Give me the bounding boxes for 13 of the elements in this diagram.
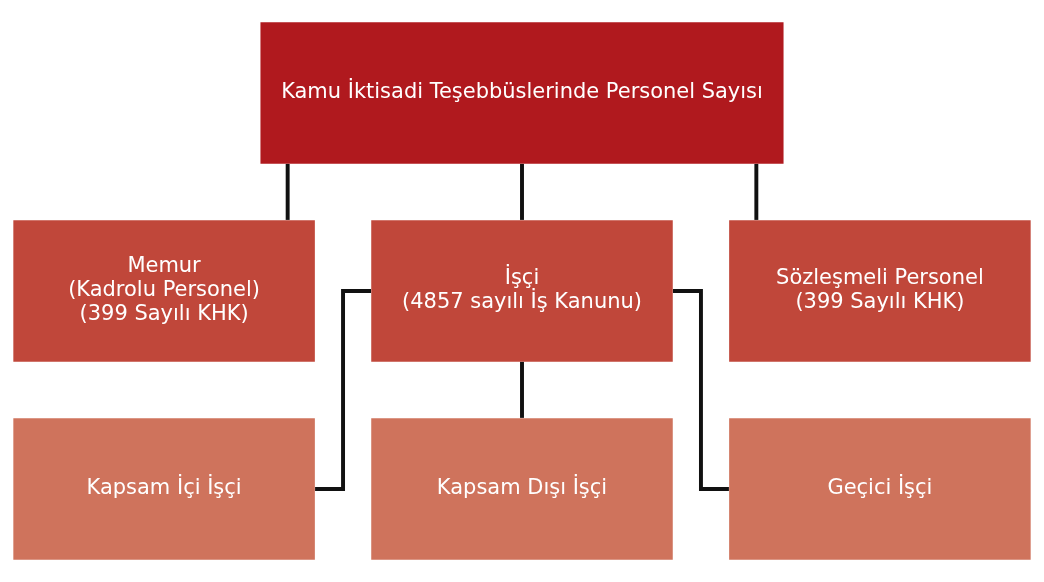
node-box: Sözleşmeli Personel (399 Sayılı KHK)	[729, 220, 1031, 362]
connector	[520, 163, 524, 220]
node-box: Kapsam İçi İşçi	[13, 418, 315, 560]
node-box: Memur (Kadrolu Personel) (399 Sayılı KHK)	[13, 220, 315, 362]
node-box: Kapsam Dışı İşçi	[371, 418, 673, 560]
connector	[673, 289, 729, 491]
connector	[285, 163, 290, 220]
node-box: Kamu İktisadi Teşebbüslerinde Personel Sayısı	[260, 22, 784, 164]
connector	[754, 163, 759, 220]
node-box: Geçici İşçi	[729, 418, 1031, 560]
connector	[315, 289, 371, 491]
node-box: İşçi (4857 sayılı İş Kanunu)	[371, 220, 673, 362]
connector	[520, 361, 524, 418]
